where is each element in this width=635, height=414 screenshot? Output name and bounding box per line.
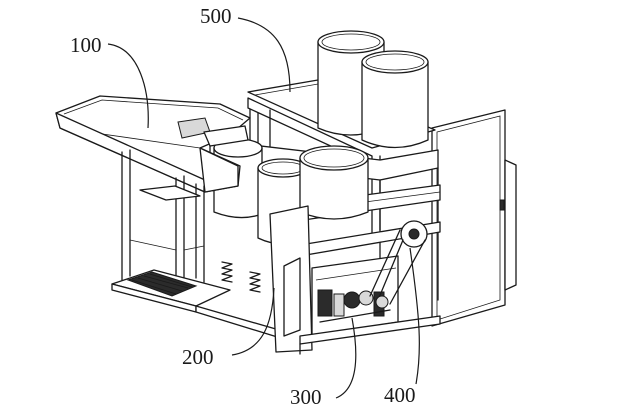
label-100: 100 [70, 33, 102, 57]
label-300: 300 [290, 385, 322, 409]
leader-300 [335, 317, 357, 399]
front-rail [299, 315, 441, 355]
leader-100 [107, 43, 149, 129]
rear-right-panel [431, 109, 517, 327]
bucket-front [299, 145, 369, 220]
leader-500 [237, 17, 291, 93]
label-200: 200 [182, 345, 214, 369]
spring-right [249, 271, 261, 293]
feeder-chute [55, 95, 251, 193]
side-plate [269, 205, 313, 353]
bucket-back-right [361, 50, 429, 149]
label-500: 500 [200, 4, 232, 28]
spring-left [221, 261, 233, 283]
belt-drive [369, 220, 428, 309]
leader-200 [231, 287, 275, 356]
label-400: 400 [384, 383, 416, 407]
base-platform [111, 269, 301, 345]
leader-400 [409, 247, 420, 385]
feeder-stand [121, 149, 205, 289]
